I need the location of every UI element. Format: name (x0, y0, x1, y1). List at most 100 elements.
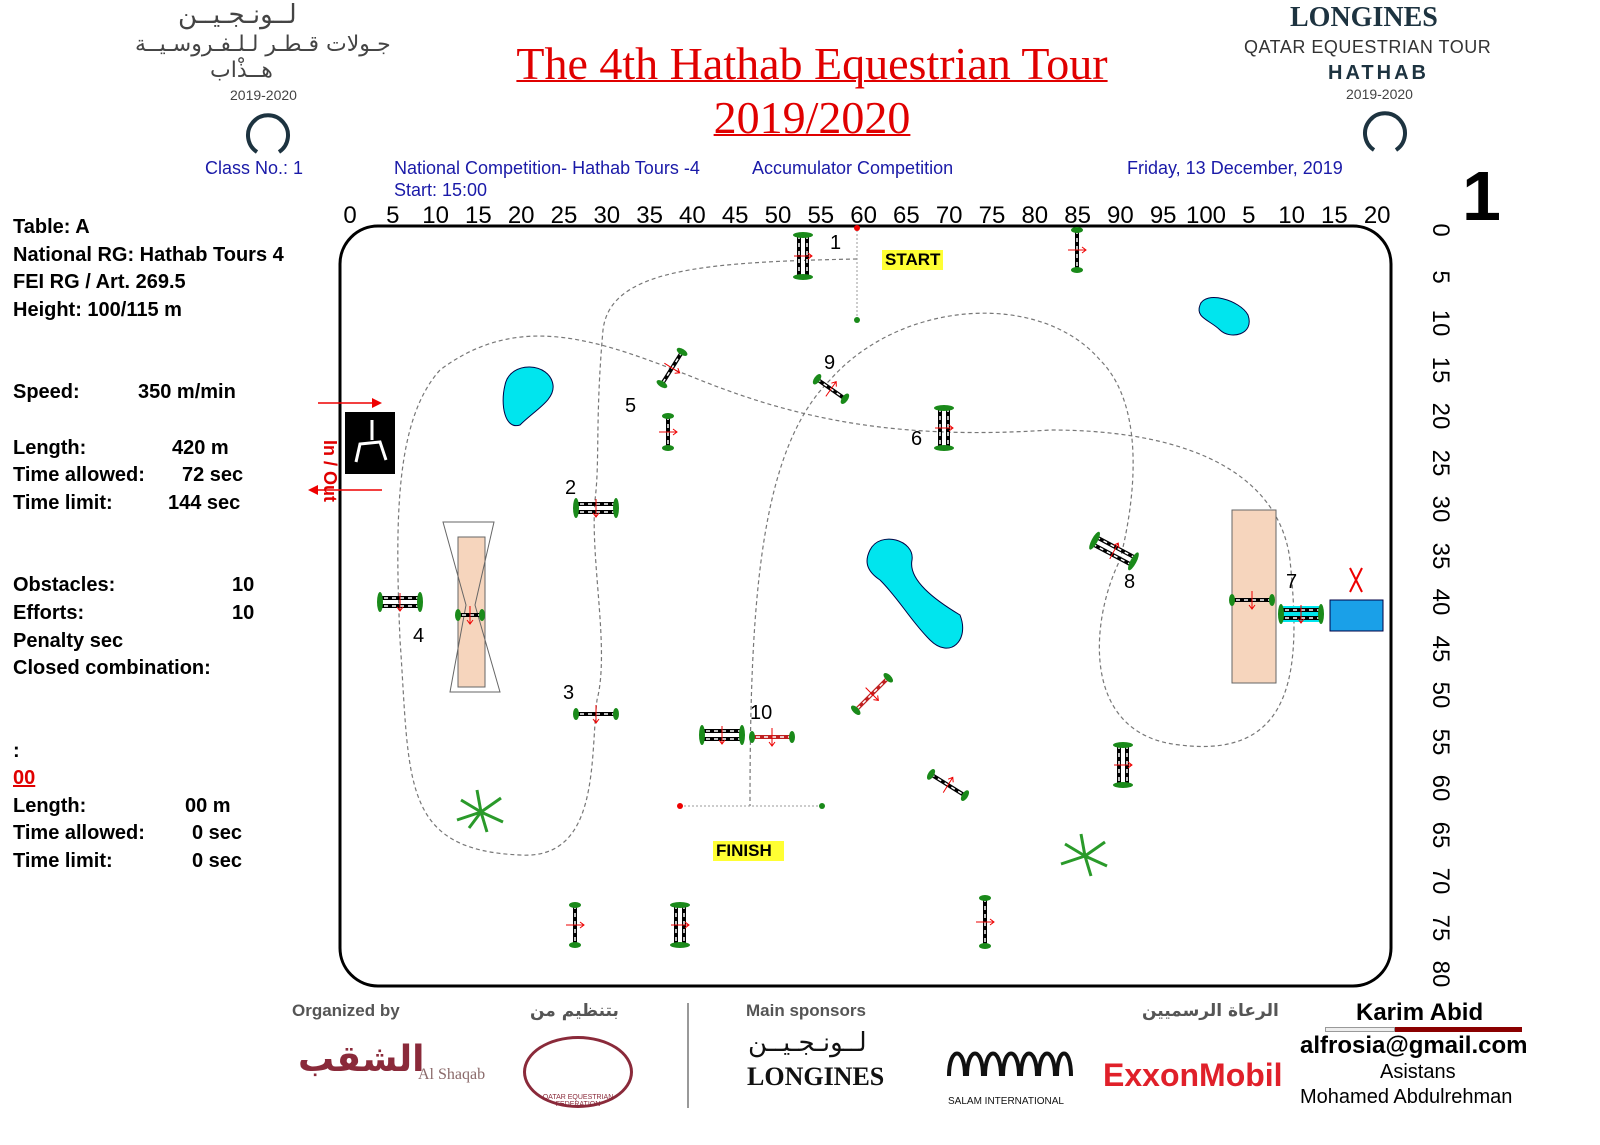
start-time: Start: 15:00 (394, 180, 488, 200)
obstacle-number-8: 8 (1124, 571, 1136, 593)
water-pond-icon (502, 366, 554, 427)
right-logo-brand: LONGINES (1290, 2, 1438, 33)
wing-stand (789, 731, 795, 743)
al-shaqab-logo: الشقب (298, 1039, 425, 1080)
efforts-value: 10 (232, 602, 255, 624)
wing-stand (1269, 594, 1275, 606)
direction-arrow-icon (794, 252, 813, 260)
top-scale-tick: 20 (1363, 202, 1391, 229)
salam-name: SALAM INTERNATIONAL (948, 1096, 1064, 1107)
fence-2 (573, 498, 619, 518)
sand-island-right (1231, 509, 1277, 684)
top-scale-tick: 45 (721, 202, 749, 229)
direction-arrow-icon (935, 424, 954, 432)
arena-boundary (338, 224, 1393, 988)
top-scale-tick: 5 (1242, 202, 1256, 229)
wing-stand (926, 769, 936, 780)
palm-plant-icon (1060, 833, 1108, 877)
wing-stand (1089, 531, 1100, 550)
longines-arabic: لــونـجـيــن (748, 1028, 867, 1058)
x-mark-icon (1349, 567, 1363, 593)
fence-unnumbered (850, 672, 894, 716)
top-scale-tick: 70 (935, 202, 963, 229)
speed-label: Speed: (13, 381, 80, 403)
water-tray (1329, 599, 1384, 632)
top-scale-tick: 0 (343, 202, 357, 229)
page-title: The 4th Hathab Equestrian Tour (516, 38, 1108, 89)
length-value: 420 m (172, 437, 229, 459)
top-scale-tick: 65 (893, 202, 920, 229)
fence-3 (573, 705, 619, 724)
water-pond-icon (1198, 297, 1250, 336)
color-bar-light (1325, 1027, 1395, 1032)
right-logo-line3: HATHAB (1328, 62, 1429, 84)
wing-stand (1071, 227, 1083, 233)
wing-stand (1128, 552, 1139, 571)
wing-stand (934, 445, 954, 451)
fei-rg: FEI RG / Art. 269.5 (13, 271, 186, 293)
page-title-year: 2019/2020 (713, 92, 911, 143)
organized-by-label: Organized by (292, 1001, 400, 1020)
wing-stand (883, 672, 894, 683)
wing-stand (699, 725, 705, 745)
top-scale-tick: 80 (1021, 202, 1049, 229)
obstacle-number-6: 6 (911, 428, 923, 450)
wing-stand (979, 895, 991, 901)
in-out-label: In / Out (320, 440, 340, 502)
wing-stand (1071, 267, 1083, 273)
exxonmobil-logo: ExxonMobil (1103, 1057, 1283, 1093)
main-sponsors-label: Main sponsors (746, 1001, 866, 1020)
wing-stand (670, 902, 690, 908)
right-logo-years: 2019-2020 (1346, 86, 1413, 102)
jo-length-value: 00 m (185, 795, 231, 817)
wing-stand (676, 347, 688, 356)
closed-combination: Closed combination: (13, 657, 211, 679)
main-sponsors-arabic: الرعاة الرسميين (1142, 1001, 1279, 1021)
top-scale-tick: 40 (679, 202, 706, 229)
direction-arrow-icon (825, 380, 837, 397)
time-allowed-value: 72 sec (182, 464, 244, 486)
wing-stand (739, 725, 745, 745)
wing-stand (662, 445, 674, 451)
wing-stand (1318, 604, 1324, 624)
wing-stand (573, 498, 579, 518)
fence-5 (656, 347, 688, 389)
fence-8 (1089, 531, 1139, 571)
fence-1 (793, 232, 813, 280)
direction-arrow-icon (1114, 761, 1133, 769)
penalty-sec: Penalty sec (13, 630, 124, 652)
obstacle-number-4: 4 (413, 625, 425, 647)
wing-stand (979, 943, 991, 949)
left-logo-arabic-1: لــونـجـيــن (178, 0, 297, 30)
fence-6 (934, 405, 954, 451)
top-scale-tick: 85 (1064, 202, 1091, 229)
obstacle-number-10: 10 (750, 702, 773, 724)
wing-stand (812, 374, 822, 385)
wing-stand (479, 609, 485, 621)
wing-stand (960, 790, 970, 801)
direction-arrow-icon (1297, 605, 1305, 624)
hourglass-outline (442, 521, 501, 693)
time-limit-label: Time limit: (13, 492, 113, 514)
horseshoe-logo-icon (246, 113, 290, 154)
top-scale-tick: 55 (807, 202, 835, 229)
fence-unnumbered (566, 902, 585, 948)
wing-stand (662, 413, 674, 419)
wing-stand (656, 380, 668, 389)
top-scale-tick: 100 (1185, 202, 1227, 229)
direction-arrow-icon (1068, 246, 1087, 254)
table-type: Table: A (13, 216, 90, 238)
direction-arrow-icon (942, 776, 954, 793)
fence-4 (377, 592, 423, 612)
top-scale-tick: 15 (465, 202, 492, 229)
direction-arrow-icon (592, 499, 600, 518)
wing-stand (840, 393, 850, 404)
top-scale-tick: 35 (636, 202, 663, 229)
obstacle-number-7: 7 (1286, 571, 1298, 593)
wing-stand (613, 708, 619, 720)
left-logo-arabic-2: جـولات قـطـر لـلـفـروسـيــة (135, 32, 391, 57)
obstacle-number-3: 3 (563, 682, 575, 704)
competition-date: Friday, 13 December, 2019 (1127, 158, 1343, 178)
fence-unnumbered (926, 769, 970, 801)
designer-name: Karim Abid (1356, 999, 1484, 1026)
